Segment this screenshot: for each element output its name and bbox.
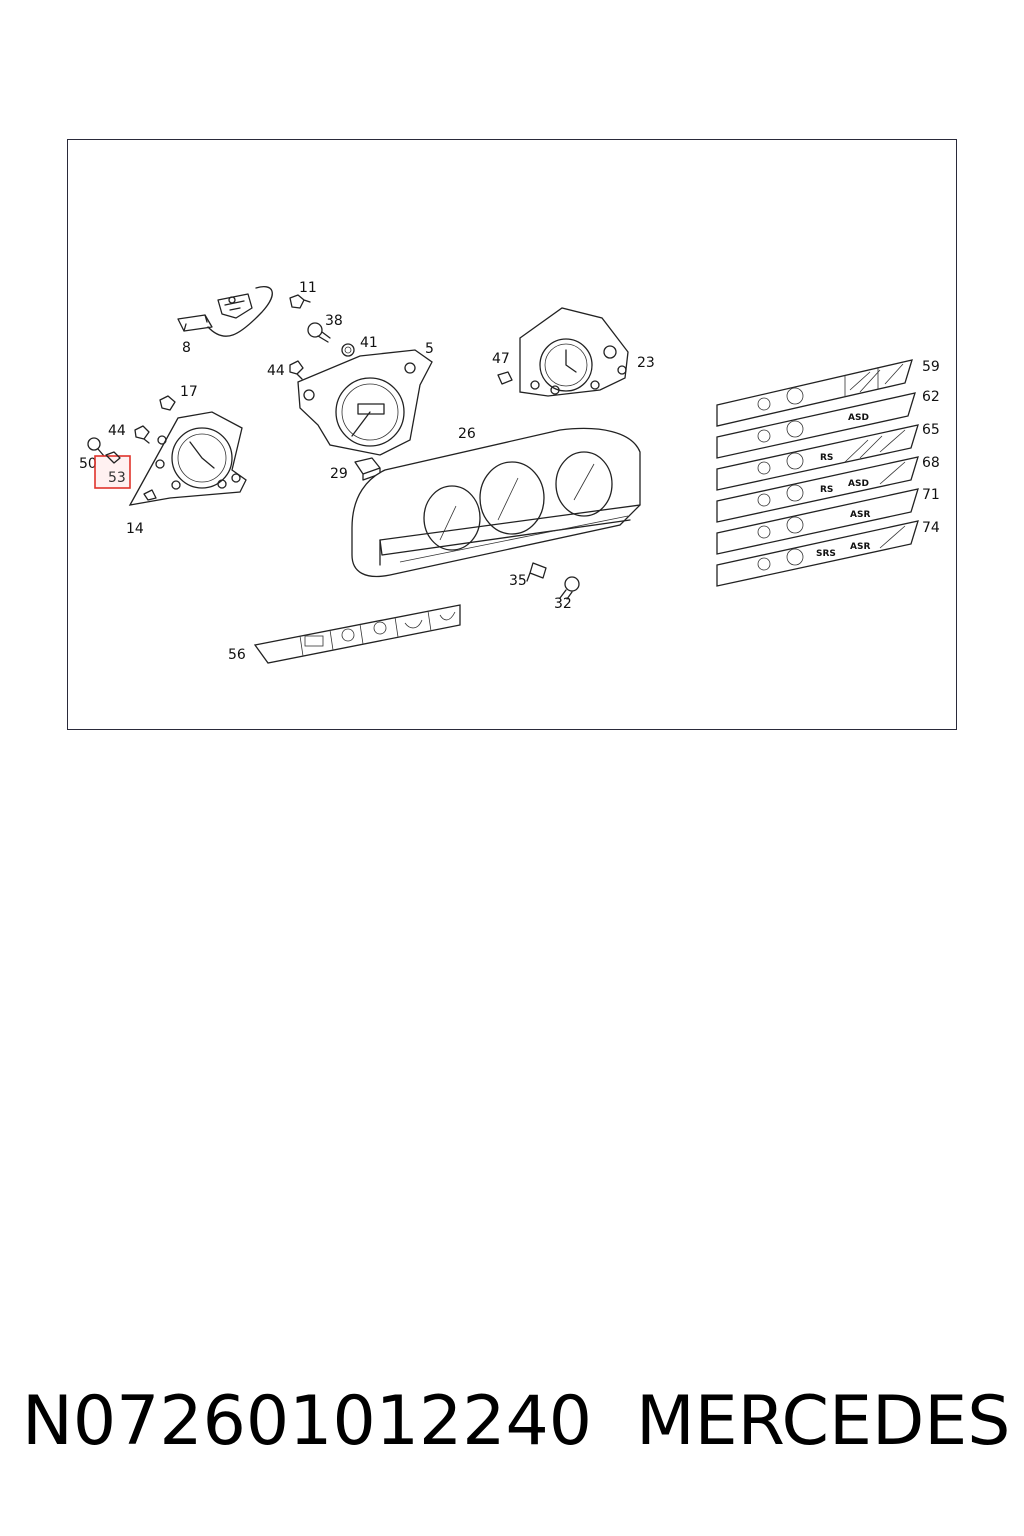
- callout-32: 32: [554, 596, 572, 612]
- part-38-screw: [307, 322, 331, 343]
- callout-29: 29: [330, 466, 348, 482]
- svg-text:SRS: SRS: [816, 549, 836, 559]
- callout-56: 56: [228, 647, 246, 663]
- part-14-gauge-cluster: [128, 411, 247, 506]
- callout-14: 14: [126, 521, 144, 537]
- callout-23: 23: [637, 355, 655, 371]
- callout-35: 35: [509, 573, 527, 589]
- callout-68: 68: [922, 455, 940, 471]
- callout-53-highlighted[interactable]: 53: [108, 470, 126, 486]
- callout-26: 26: [458, 426, 476, 442]
- part-41-nut: [341, 343, 355, 357]
- callout-44: 44: [108, 423, 126, 439]
- switch-strip-68: RS ASD: [716, 456, 919, 523]
- part-56-indicator-strip: [253, 604, 461, 664]
- part-17-bulb: [159, 395, 176, 411]
- svg-text:ASR: ASR: [850, 510, 870, 520]
- callout-5: 5: [425, 341, 434, 357]
- part-26-cluster-housing: [351, 427, 641, 578]
- callout-8: 8: [182, 340, 191, 356]
- switch-strip-59: [716, 359, 913, 427]
- callout-62: 62: [922, 389, 940, 405]
- part-44-bulb-upper: [289, 360, 304, 380]
- part-32-screw: [559, 576, 580, 600]
- callout-38: 38: [325, 313, 343, 329]
- svg-text:ASD: ASD: [848, 479, 869, 489]
- part-50-bulb: [87, 437, 105, 457]
- svg-text:ASD: ASD: [848, 413, 869, 423]
- callout-59: 59: [922, 359, 940, 375]
- callout-44: 44: [267, 363, 285, 379]
- callout-41: 41: [360, 335, 378, 351]
- switch-strip-74: SRS ASR: [716, 520, 919, 587]
- callout-11: 11: [299, 280, 317, 296]
- callout-71: 71: [922, 487, 940, 503]
- switch-strip-71: ASR: [716, 488, 919, 555]
- part-8-connector: [177, 286, 273, 337]
- svg-text:RS: RS: [820, 485, 833, 495]
- footer: N072601012240 MERCEDES: [0, 1372, 1024, 1472]
- part-number: N072601012240: [22, 1382, 593, 1461]
- part-44-bulb-left: [134, 425, 150, 444]
- callout-65: 65: [922, 422, 940, 438]
- switch-strip-65: RS: [716, 424, 919, 491]
- part-23-gauge-cluster: [519, 307, 629, 397]
- part-11-bulb: [289, 294, 311, 309]
- svg-text:RS: RS: [820, 453, 833, 463]
- callout-17: 17: [180, 384, 198, 400]
- svg-text:ASR: ASR: [850, 542, 870, 552]
- callout-47: 47: [492, 351, 510, 367]
- part-35-pin: [526, 562, 547, 582]
- brand-name: MERCEDES: [636, 1382, 1011, 1461]
- callout-50: 50: [79, 456, 97, 472]
- part-29-switch: [354, 457, 381, 481]
- part-47-bulb: [497, 371, 513, 385]
- part-5-speedometer: [297, 349, 433, 456]
- callout-74: 74: [922, 520, 940, 536]
- switch-strip-62: ASD: [716, 392, 916, 459]
